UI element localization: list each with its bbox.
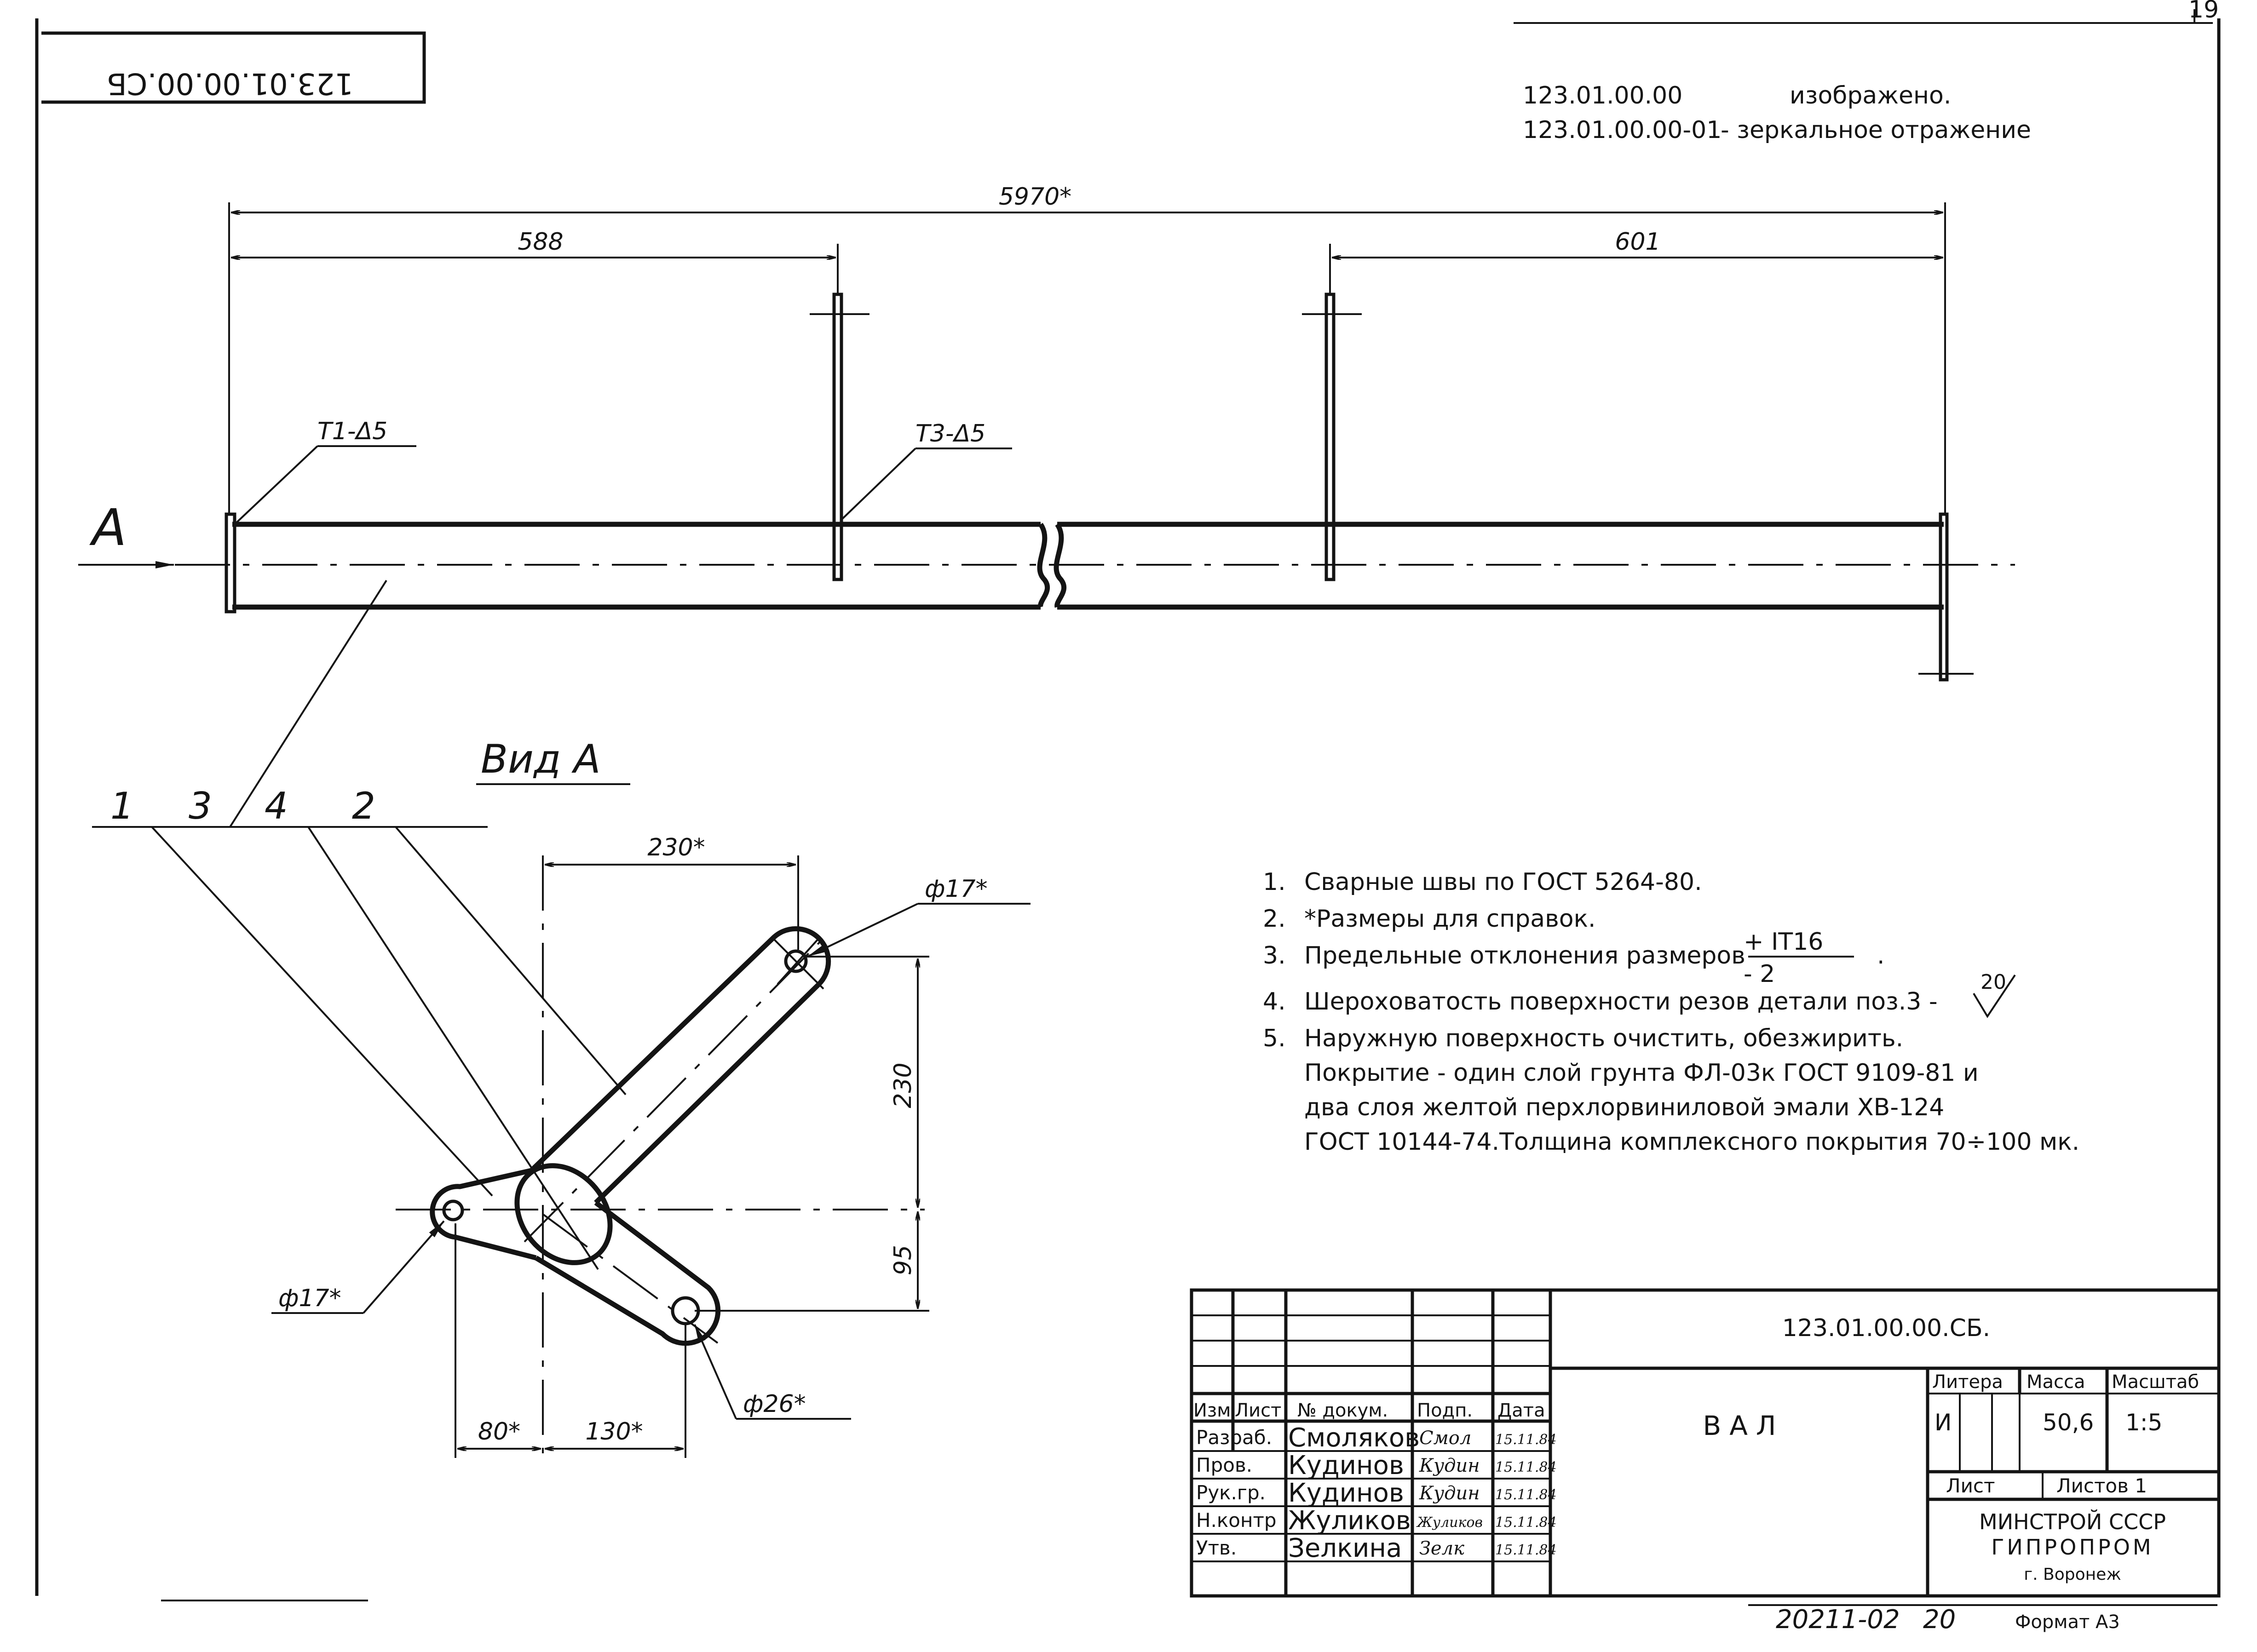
variants: 123.01.00.00 изображено. 123.01.00.00-01… [1523,82,2031,144]
tb-row-5-name: Зелкина [1288,1533,1402,1563]
view-title-text: Вид А [481,736,601,782]
tb-row-2-name: Кудинов [1288,1451,1404,1480]
technical-notes: 1. Сварные швы по ГОСТ 5264-80. 2. *Разм… [1263,868,2079,1156]
dim-hole-left: ф17* [278,1285,341,1312]
variant-1-text: изображено. [1790,82,1951,109]
tb-row-3-role: Рук.гр. [1196,1481,1266,1504]
shaft-dimensions: 5970* 588 601 [228,183,1946,513]
tb-row-3-date: 15.11.84 [1495,1487,1557,1503]
tb-row-4-name: Жуликов [1288,1506,1411,1536]
tb-org-3: г. Воронеж [2024,1565,2121,1584]
tb-header-date: Дата [1497,1400,1545,1421]
tb-litera: И [1935,1409,1952,1436]
tb-row-1-role: Разраб. [1196,1426,1272,1449]
variant-2-text: - зеркальное отражение [1721,116,2031,144]
sheet-format: Формат А3 [2015,1612,2120,1633]
tb-row-2-date: 15.11.84 [1495,1459,1557,1475]
tb-header-doc: № докум. [1297,1400,1388,1421]
bottom-code: 20211-02 [1776,1605,1900,1635]
position-3: 3 [189,785,212,827]
note-1-num: 1. [1263,868,1286,896]
tb-mass: 50,6 [2043,1409,2094,1436]
tb-row-1-name: Смоляков [1288,1423,1420,1453]
tb-row-4-sign: Жуликов [1416,1514,1483,1531]
note-3-fraction-den: - 2 [1744,960,1775,988]
note-5-text: Наружную поверхность очистить, обезжирит… [1304,1025,1903,1052]
note-3-fraction-num: + IT16 [1744,928,1823,956]
tb-row-3-sign: Кудин [1419,1483,1480,1504]
tb-litera-label: Литера [1932,1371,2003,1393]
position-leaders: 1 3 4 2 [92,579,627,1270]
dim-bottom-left: 80* [478,1418,520,1446]
view-arrow-label: А [89,498,127,557]
tb-row-4-role: Н.контр [1196,1509,1277,1532]
dim-right: 601 [1615,228,1660,256]
tb-org-2: ГИПРОПРОМ [1991,1535,2153,1560]
note-2-num: 2. [1263,905,1286,933]
note-3-tail: . [1877,942,1885,969]
view-title: Вид А [476,736,630,785]
note-8-text: ГОСТ 10144-74.Толщина комплексного покры… [1304,1128,2079,1156]
tb-header-list: Лист [1235,1400,1281,1421]
dim-overall: 5970* [999,183,1071,211]
tb-row-2-sign: Кудин [1419,1455,1480,1476]
note-4-num: 4. [1263,988,1286,1015]
dim-hole-top: ф17* [925,875,988,903]
note-4-roughness: 20 [1981,970,2006,994]
note-3-text: Предельные отклонения размеров [1304,942,1745,969]
note-6-text: Покрытие - один слой грунта ФЛ-03к ГОСТ … [1304,1059,1979,1087]
tb-row-1-date: 15.11.84 [1495,1432,1557,1448]
tb-row-1-sign: Смол [1419,1428,1471,1449]
rotated-stamp: 123.01.00.00.СБ [41,31,426,104]
dim-lower-vertical: 95 [889,1245,917,1275]
note-5-num: 5. [1263,1025,1286,1052]
variant-1-code: 123.01.00.00 [1523,82,1682,109]
note-3-num: 3. [1263,942,1286,969]
weld-left-label: Т1-Δ5 [317,418,387,445]
weld-callouts: Т1-Δ5 Т3-Δ5 [234,418,1012,525]
position-1: 1 [110,785,134,827]
dim-bottom-right: 130* [585,1418,643,1446]
roughness-symbol [1973,974,2016,1018]
rotated-code: 123.01.00.00.СБ [107,66,353,100]
sheet-number: 19 [2188,0,2219,23]
tb-mass-label: Масса [2027,1371,2085,1393]
note-4-text: Шероховатость поверхности резов детали п… [1304,988,1938,1015]
tb-scale-label: Масштаб [2112,1371,2199,1393]
title-block: Изм Лист № докум. Подп. Дата Разраб. Смо… [1190,1288,2221,1598]
tb-header-sign: Подп. [1417,1400,1473,1421]
tb-scale: 1:5 [2125,1409,2162,1436]
tb-row-5-date: 15.11.84 [1495,1542,1557,1558]
tb-org-1: МИНСТРОЙ СССР [1979,1509,2166,1534]
tb-sheets-label: Листов 1 [2056,1474,2147,1497]
tb-row-5-role: Утв. [1196,1537,1237,1559]
dim-arm-horizontal: 230* [647,834,705,861]
dim-hole-bottom: ф26* [743,1390,806,1418]
note-7-text: два слоя желтой перхлорвиниловой эмали Х… [1304,1094,1944,1121]
variant-2-code: 123.01.00.00-01 [1523,116,1722,144]
weld-middle-label: Т3-Δ5 [915,420,985,447]
bottom-page: 20 [1923,1605,1956,1635]
lever-dimensions: 230* 230 95 80* 130* ф17* ф17* ф26* [271,834,1031,1458]
tb-name: ВАЛ [1703,1410,1784,1441]
tb-row-3-name: Кудинов [1288,1478,1404,1508]
note-2-text: *Размеры для справок. [1304,905,1596,933]
note-1-text: Сварные швы по ГОСТ 5264-80. [1304,868,1702,896]
dim-left: 588 [518,228,563,256]
tb-header-izm: Изм [1193,1400,1231,1421]
dim-arm-vertical: 230 [889,1062,917,1108]
position-4: 4 [265,785,288,827]
tb-row-4-date: 15.11.84 [1495,1514,1557,1531]
bottom-codes: 20211-02 20 Формат А3 [1748,1604,2217,1635]
shaft-elevation: А [78,293,2015,682]
lever-view [396,855,925,1453]
position-2: 2 [352,785,375,827]
tb-row-2-role: Пров. [1196,1454,1252,1476]
tb-row-5-sign: Зелк [1419,1538,1464,1559]
tb-sheet-label: Лист [1946,1474,1995,1497]
tb-doc-code: 123.01.00.00.СБ. [1782,1314,1990,1342]
